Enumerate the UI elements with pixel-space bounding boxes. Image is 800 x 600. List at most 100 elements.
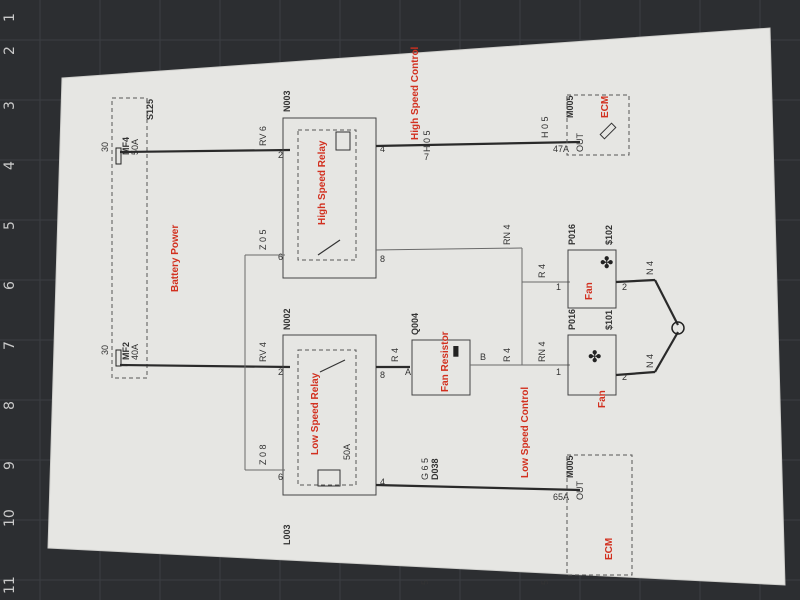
ruler-number: 2: [2, 46, 18, 55]
fan-resistor-label: Fan Resistor: [440, 331, 451, 392]
battery-power-label: Battery Power: [170, 225, 181, 292]
ruler-number: 11: [2, 576, 18, 594]
high-speed-control-label: High Speed Control: [410, 46, 421, 140]
wire-g65: [375, 483, 581, 492]
m005-bottom-label: M005: [565, 455, 575, 478]
relay-pin: 6: [278, 472, 283, 482]
fan-top-icon: ✤: [600, 253, 613, 272]
connector-pin: 7: [424, 152, 429, 162]
margin-number: 5: [540, 580, 550, 585]
resistor-pin-a: A: [405, 367, 411, 377]
fuse-mf4-rating: 50A: [130, 139, 140, 155]
paper-sheet: [47, 27, 786, 586]
relay-switch-icon: [317, 239, 341, 256]
wire-h05-label: H 0 5: [422, 130, 432, 152]
fan-pin: 2: [622, 282, 627, 292]
l003-label: L003: [282, 524, 292, 545]
q004-label: Q004: [410, 313, 420, 335]
relay-pin: 2: [278, 367, 283, 377]
wire-n4-bottom: [615, 370, 656, 377]
connector-pin: A: [563, 492, 569, 502]
wire-g65-label: G 6 5: [420, 458, 430, 480]
wire-r4-label: R 4: [390, 348, 400, 362]
low-speed-relay-box: [282, 334, 377, 496]
wire-n4-ground-top: [654, 279, 679, 326]
wire-rv6-label: RV 6: [258, 126, 268, 146]
wire-n4-top: [615, 278, 656, 284]
high-speed-relay-box: [282, 117, 377, 279]
wire-r4-label: R 4: [537, 264, 547, 278]
low-relay-rating: 50A: [342, 444, 352, 460]
fan-resistor-box: [411, 339, 471, 396]
wire-rn4-top: [375, 247, 523, 251]
wire-rv6: [119, 148, 291, 154]
wire-rn4-label: RN 4: [537, 341, 547, 362]
wire-rv4-label: RV 4: [258, 342, 268, 362]
relay-pin: 4: [380, 144, 385, 154]
splice-s125-label: S125: [145, 99, 155, 120]
fuse-mf2-icon: [115, 349, 122, 367]
wire-z08-label: Z 0 8: [258, 444, 268, 465]
fan-top-label: Fan: [584, 282, 595, 300]
p016-bottom-label: P016: [567, 309, 577, 330]
transistor-icon: [599, 122, 617, 140]
wire-n4-label: N 4: [645, 261, 655, 275]
ruler-number: 1: [2, 13, 18, 22]
battery-power-region: [111, 97, 148, 379]
fuse-mf2-label: MF2: [121, 342, 131, 360]
fan-pin: 1: [556, 367, 561, 377]
high-speed-relay-inner: [297, 129, 357, 261]
wire-h05: [375, 140, 581, 148]
ruler-number: 4: [2, 161, 18, 170]
wire-rv4: [119, 363, 291, 369]
connector-pin: 65: [553, 492, 563, 502]
ecm-top-label: ECM: [600, 96, 611, 118]
fan-bottom-label: Fan: [597, 390, 608, 408]
fuse-mf4-label: MF4: [121, 137, 131, 155]
relay-n002-label: N002: [282, 308, 292, 330]
relay-switch-icon: [319, 359, 346, 373]
fan-bottom-icon: ✤: [588, 347, 601, 366]
mat-ruler-left: 11 10 9 8 7 6 5 4 3 2 1: [2, 13, 18, 594]
s101-label: $101: [604, 310, 614, 330]
high-speed-relay-label: High Speed Relay: [317, 140, 328, 225]
connector-pin: A: [563, 144, 569, 154]
relay-pin: 8: [380, 254, 385, 264]
relay-pin: 4: [380, 477, 385, 487]
relay-pin: 2: [278, 150, 283, 160]
ruler-number: 8: [2, 401, 18, 410]
wire-r4-label: R 4: [502, 348, 512, 362]
wire-h05-label: H 0 5: [540, 116, 550, 138]
wire-rn4-label: RN 4: [502, 224, 512, 245]
ecm-bottom-label: ECM: [604, 538, 615, 560]
resistor-heat-icon: ▮: [452, 343, 460, 359]
ecm-bottom-box: [566, 454, 633, 576]
wire-z05-label: Z 0 5: [258, 229, 268, 250]
fan-bottom-box: [567, 334, 617, 396]
d038-label: D038: [430, 458, 440, 480]
relay-pin: 8: [380, 370, 385, 380]
low-speed-relay-inner: [297, 349, 357, 486]
fuse-mf2-pin: 30: [100, 345, 110, 355]
ruler-number: 5: [2, 221, 18, 230]
relay-pin: 6: [278, 252, 283, 262]
relay-coil-icon: [335, 131, 351, 151]
resistor-pin-b: B: [480, 352, 486, 362]
fuse-mf4-icon: [115, 147, 122, 165]
low-speed-relay-label: Low Speed Relay: [310, 372, 321, 455]
fan-pin: 2: [622, 372, 627, 382]
connector-pin: 47: [553, 144, 563, 154]
ruler-number: 6: [2, 281, 18, 290]
fuse-mf4-pin: 30: [100, 142, 110, 152]
wire-n4-ground-bottom: [654, 331, 679, 373]
m005-top-label: M005: [565, 95, 575, 118]
ruler-number: 9: [2, 461, 18, 470]
s102-label: $102: [604, 225, 614, 245]
fan-top-box: [567, 249, 617, 309]
ecm-top-box: [566, 94, 630, 156]
ruler-number: 3: [2, 101, 18, 110]
relay-n003-label: N003: [282, 90, 292, 112]
fuse-mf2-rating: 40A: [130, 344, 140, 360]
margin-number: 5: [420, 580, 430, 585]
